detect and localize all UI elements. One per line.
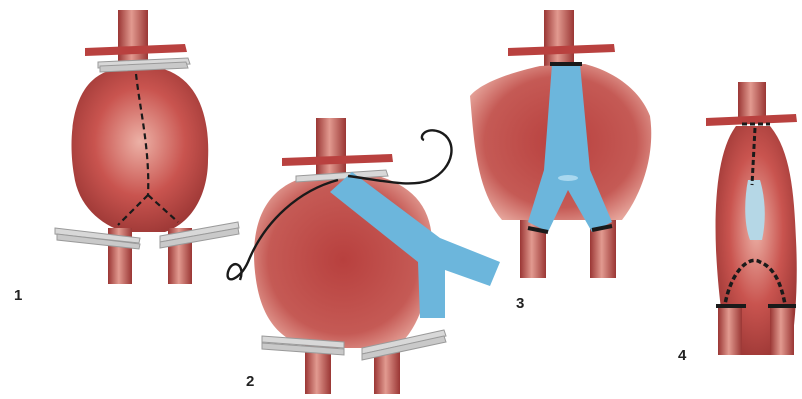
step-label-2: 2	[246, 374, 254, 389]
graft-highlight	[558, 175, 578, 181]
aneurysm-sac	[72, 68, 209, 232]
iliac-right	[770, 305, 794, 355]
aorta-neck	[316, 118, 346, 178]
graft-visible	[745, 180, 765, 240]
step-label-4: 4	[678, 348, 686, 363]
aorta-neck	[544, 10, 574, 70]
step-label-1: 1	[14, 288, 22, 303]
panel-3	[470, 10, 651, 278]
panel-4	[706, 82, 797, 355]
clamp-top	[98, 58, 190, 72]
iliac-left	[718, 305, 742, 355]
panel-1	[55, 10, 239, 284]
step-label-3: 3	[516, 296, 524, 311]
panel-2	[228, 118, 500, 394]
